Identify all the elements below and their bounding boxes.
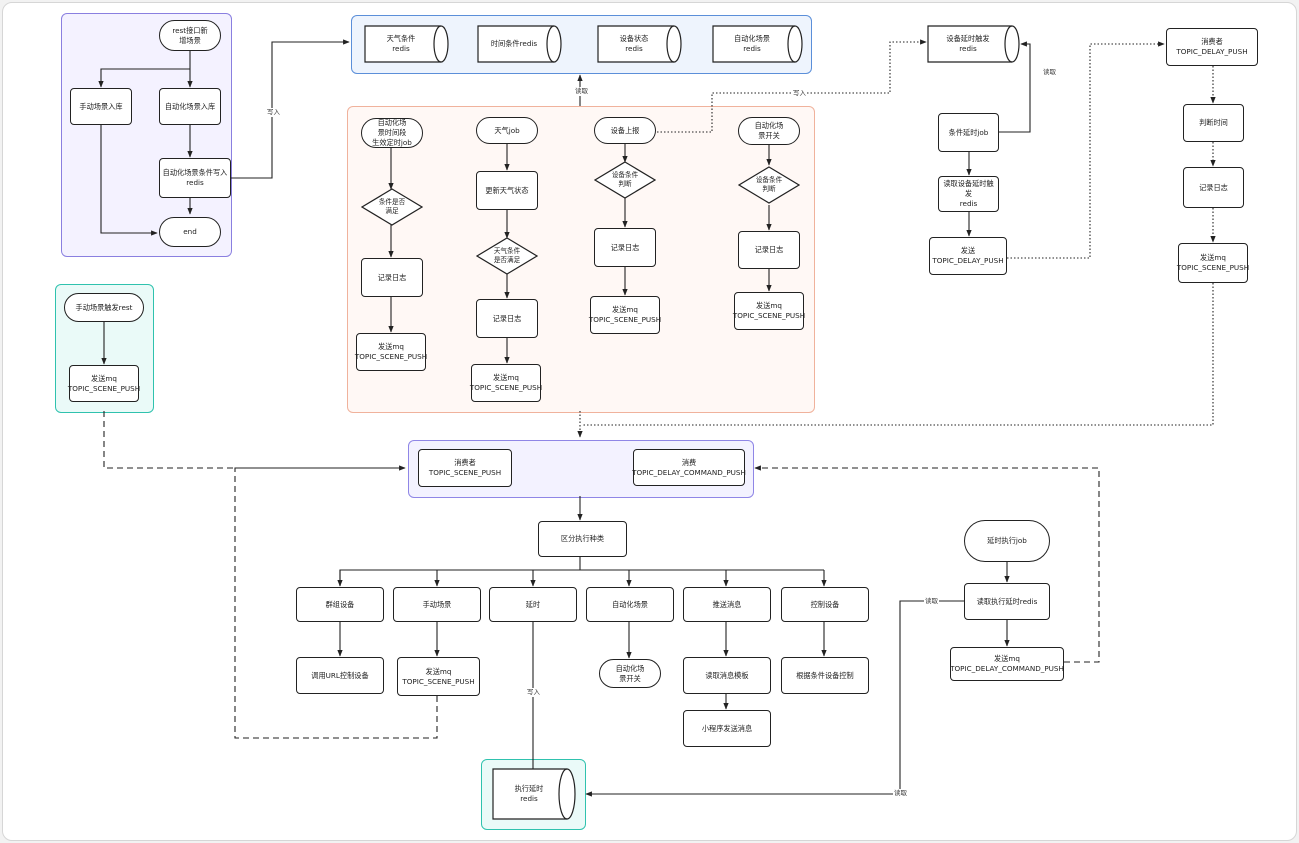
rest-new-scene-node: rest接口新 增场景 — [159, 20, 221, 51]
send-mq-scene-node: 发送mq TOPIC_SCENE_PUSH — [397, 657, 480, 696]
device-report-node: 设备上报 — [594, 117, 656, 144]
send-mq-node-3: 发送mq TOPIC_SCENE_PUSH — [589, 296, 661, 334]
device-delay-redis-store: 设备延时触发 redis — [926, 25, 1020, 63]
condition-label-3: 设备条件 判断 — [611, 171, 639, 188]
group-device-node: 群组设备 — [296, 587, 384, 622]
manual-trigger-rest-node: 手动场景触发rest — [64, 293, 144, 322]
device-redis-label: 设备状态 redis — [619, 34, 649, 53]
auto-scene-redis-label: 自动化场景 redis — [734, 34, 770, 53]
log-node-2: 记录日志 — [476, 299, 538, 338]
time-redis-label: 时间条件redis — [490, 39, 538, 48]
condition-label-2: 天气条件 是否满足 — [493, 247, 521, 264]
log-node-4: 记录日志 — [738, 231, 800, 269]
end-node: end — [159, 217, 221, 247]
push-message-node: 推送消息 — [683, 587, 771, 622]
cylinder-shape — [364, 25, 449, 63]
group-scene-create — [61, 13, 232, 257]
edge-label-write: 写入 — [526, 688, 541, 697]
send-mq-manual-node: 发送mq TOPIC_SCENE_PUSH — [68, 365, 140, 402]
condition-decision-4: 设备条件 判断 — [738, 166, 800, 204]
edge-dotted — [582, 283, 1214, 426]
edge-label-read: 读取 — [574, 87, 589, 96]
diamond-shape — [594, 161, 656, 199]
call-url-node: 调用URL控制设备 — [296, 657, 384, 694]
send-delay-push-node: 发送 TOPIC_DELAY_PUSH — [929, 237, 1007, 275]
edge — [100, 125, 158, 236]
device-redis-store: 设备状态 redis — [596, 25, 682, 63]
condition-label-4: 设备条件 判断 — [755, 176, 783, 193]
weather-redis-label: 天气条件 redis — [386, 34, 416, 53]
send-mq-node-2: 发送mq TOPIC_SCENE_PUSH — [470, 364, 542, 402]
consumer-delay-push-node: 消费者 TOPIC_DELAY_PUSH — [1166, 28, 1258, 66]
consumer-scene-push-node: 消费者 TOPIC_SCENE_PUSH — [418, 449, 512, 487]
cylinder-shape — [927, 25, 1020, 63]
time-redis-store: 时间条件redis — [476, 25, 562, 63]
edge-label-read: 读取 — [924, 597, 939, 606]
edge-dashed — [234, 467, 438, 739]
edge-label-write: 写入 — [266, 108, 281, 117]
edge-dashed — [754, 465, 1100, 663]
send-mq-delay-command-node: 发送mq TOPIC_DELAY_COMMAND_PUSH — [950, 647, 1064, 681]
mini-program-node: 小程序发送消息 — [683, 710, 771, 747]
read-delay-redis-node: 读取设备延时触发 redis — [938, 176, 999, 212]
edge — [339, 557, 581, 586]
consumer-delay-command-node: 消费 TOPIC_DELAY_COMMAND_PUSH — [632, 449, 746, 486]
diamond-shape — [476, 237, 538, 275]
control-device-node: 控制设备 — [781, 587, 869, 622]
delay-exec-job-node: 延时执行job — [964, 520, 1050, 562]
cylinder-shape — [477, 25, 562, 63]
msg-template-node: 读取消息模板 — [683, 657, 771, 694]
edge-dotted — [1007, 41, 1165, 259]
diamond-shape — [361, 188, 423, 226]
log-node-5: 记录日志 — [1183, 167, 1244, 208]
edge-label-write: 写入 — [792, 89, 807, 98]
cond-delay-job-node: 条件延时job — [938, 113, 999, 152]
send-mq-node-5: 发送mq TOPIC_SCENE_PUSH — [1177, 243, 1249, 283]
auto-scene-node: 自动化场景 — [586, 587, 674, 622]
edge-dashed — [103, 411, 406, 471]
condition-decision-1: 条件是否 满足 — [361, 188, 423, 226]
log-node-3: 记录日志 — [594, 228, 656, 267]
cylinder-shape — [712, 25, 803, 63]
auto-toggle-node: 自动化场 景开关 — [599, 659, 661, 688]
send-mq-node-4: 发送mq TOPIC_SCENE_PUSH — [733, 292, 805, 330]
cylinder-shape — [492, 768, 576, 820]
edge-label-read: 读取 — [893, 789, 908, 798]
diamond-shape — [738, 166, 800, 204]
delay-node: 延时 — [489, 587, 577, 622]
read-exec-redis-node: 读取执行延时redis — [964, 583, 1050, 620]
cylinder-shape — [597, 25, 682, 63]
auto-scene-db-node: 自动化场景入库 — [159, 88, 221, 125]
device-control-node: 根据条件设备控制 — [781, 657, 869, 694]
exec-delay-redis-store: 执行延时 redis — [491, 768, 577, 820]
auto-effective-job-node: 自动化场 景时间段 生效定时job — [361, 118, 423, 148]
distinguish-type-node: 区分执行种类 — [538, 521, 627, 557]
weather-redis-store: 天气条件 redis — [363, 25, 449, 63]
check-time-node: 判断时间 — [1183, 104, 1244, 142]
edge — [585, 600, 964, 797]
exec-delay-redis-label: 执行延时 redis — [514, 784, 544, 803]
auto-cond-redis-node: 自动化场景条件写入 redis — [159, 158, 231, 198]
log-node-1: 记录日志 — [361, 258, 423, 297]
condition-label-1: 条件是否 满足 — [378, 198, 406, 215]
send-mq-node-1: 发送mq TOPIC_SCENE_PUSH — [355, 333, 427, 371]
edge — [98, 68, 190, 88]
weather-job-node: 天气job — [476, 117, 538, 144]
auto-switch-node: 自动化场 景开关 — [738, 117, 800, 145]
condition-decision-3: 设备条件 判断 — [594, 161, 656, 199]
manual-scene-db-node: 手动场景入库 — [70, 88, 132, 125]
condition-decision-2: 天气条件 是否满足 — [476, 237, 538, 275]
auto-scene-redis-store: 自动化场景 redis — [711, 25, 803, 63]
edge — [230, 39, 350, 179]
edge — [999, 41, 1031, 133]
manual-scene-node: 手动场景 — [393, 587, 481, 622]
device-delay-redis-label: 设备延时触发 redis — [946, 34, 990, 53]
edge-label-read: 读取 — [1042, 68, 1057, 77]
update-weather-node: 更新天气状态 — [476, 171, 538, 210]
